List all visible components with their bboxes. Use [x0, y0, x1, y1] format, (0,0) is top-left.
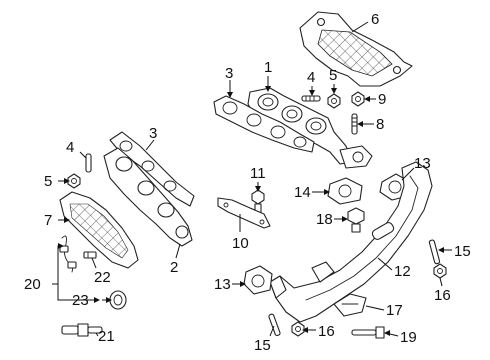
clip-22 — [83, 251, 97, 259]
callout-7: 7 — [44, 212, 52, 229]
grommet-23 — [109, 290, 127, 310]
callout-13-lower: 13 — [214, 276, 231, 293]
callout-20: 20 — [24, 276, 41, 293]
callout-12: 12 — [394, 263, 411, 280]
stud-upper — [301, 95, 321, 102]
callout-22: 22 — [94, 269, 111, 286]
nut-upper — [327, 93, 341, 109]
exhaust-manifold-left — [103, 147, 193, 247]
callout-1: 1 — [264, 59, 272, 76]
bolt-19 — [351, 326, 385, 339]
leader-lines — [52, 21, 452, 337]
callout-8: 8 — [376, 116, 384, 133]
leader-arrowheads — [58, 86, 444, 336]
callout-23: 23 — [72, 292, 89, 309]
callout-17: 17 — [386, 302, 403, 319]
gasket-14 — [327, 177, 363, 205]
gasket-13-lower — [243, 265, 273, 295]
manifold-gasket-left — [109, 131, 195, 207]
callout-21: 21 — [98, 328, 115, 345]
bolt-18 — [347, 207, 365, 233]
callout-11: 11 — [250, 165, 266, 182]
oxygen-sensor-21 — [61, 323, 103, 337]
bracket-17 — [333, 293, 367, 317]
nut-16-right — [433, 263, 447, 279]
callout-labels: 1 3 4 5 6 9 8 13 14 11 10 18 12 15 16 13… — [24, 11, 471, 354]
manifold-gasket-right — [213, 95, 315, 153]
callout-3-upper: 3 — [225, 65, 233, 82]
exhaust-manifold-right — [247, 87, 373, 169]
bracket-10 — [217, 197, 271, 229]
stud-8 — [351, 113, 358, 135]
stud-15-right — [428, 239, 441, 265]
callout-3-left: 3 — [149, 125, 157, 142]
callout-15-right: 15 — [454, 243, 471, 260]
callout-6: 6 — [371, 11, 379, 28]
nut-16-lower — [291, 321, 305, 337]
heat-shield-left — [59, 191, 139, 269]
callout-4-upper: 4 — [307, 69, 315, 86]
callout-13-upper: 13 — [414, 155, 431, 172]
callout-18: 18 — [316, 211, 333, 228]
callout-5-left: 5 — [44, 173, 52, 190]
stud-15-lower — [268, 313, 281, 337]
callout-4-left: 4 — [66, 139, 74, 156]
callout-16-right: 16 — [434, 287, 451, 304]
callout-16-lower: 16 — [318, 323, 335, 340]
callout-14: 14 — [294, 184, 311, 201]
callout-5-upper: 5 — [329, 67, 337, 84]
stud-left — [85, 153, 92, 173]
oxygen-sensor-harness — [59, 235, 77, 273]
callout-2: 2 — [170, 259, 178, 276]
nut-left — [67, 173, 81, 189]
callout-9: 9 — [378, 91, 386, 108]
callout-10: 10 — [232, 235, 249, 252]
nut-9 — [351, 91, 365, 107]
exhaust-crossover-pipe — [269, 161, 433, 323]
callout-15-lower: 15 — [254, 337, 271, 354]
heat-shield-upper — [299, 11, 413, 87]
callout-19: 19 — [400, 329, 417, 346]
